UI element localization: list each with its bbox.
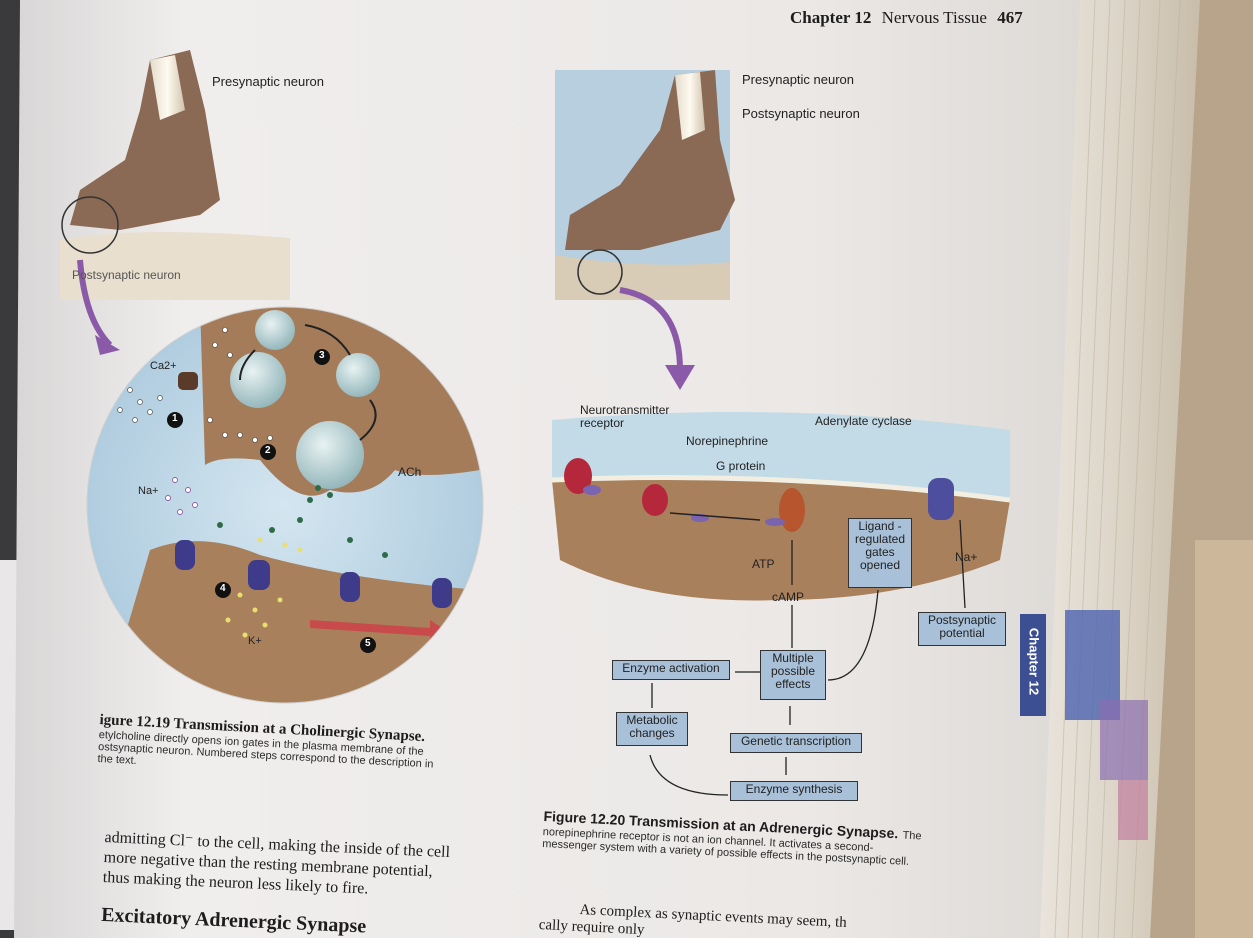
fig19-presynaptic-label: Presynaptic neuron [212,74,324,89]
postsynaptic-potential-box: Postsynaptic potential [918,612,1006,646]
fig20-postsynaptic-label: Postsynaptic neuron [742,106,860,121]
fig20-presynaptic-label: Presynaptic neuron [742,72,854,87]
fig20-na-label: Na+ [955,550,977,564]
fig20-camp-label: cAMP [772,590,804,604]
running-header: Chapter 12 Nervous Tissue 467 [790,8,1023,28]
fig20-norepinephrine-label: Norepinephrine [686,434,768,448]
ligand-gates-box: Ligand - regulated gates opened [848,518,912,588]
fig19-step2: 2 [265,445,271,456]
page-number: 467 [997,8,1023,27]
header-title: Nervous Tissue [882,8,987,27]
fig20-receptor-label: Neurotransmitter receptor [580,404,690,430]
fig20-atp-label: ATP [752,557,774,571]
body-text-left: admitting Cl⁻ to the cell, making the in… [101,828,451,938]
fig19-postsynaptic-label: Postsynaptic neuron [72,268,181,282]
fig20-adenylate-label: Adenylate cyclase [815,414,912,428]
enzyme-activation-box: Enzyme activation [612,660,730,680]
fig19-step1: 1 [172,413,178,424]
header-chapter: Chapter 12 [790,8,871,27]
fig19-k-label: K+ [248,635,262,647]
chapter-tab-label: Chapter 12 [1027,612,1042,712]
fig19-step3: 3 [319,350,325,361]
fig19-na-label: Na+ [138,485,159,497]
fig19-ach-label: ACh [398,465,421,479]
fig20-gprotein-label: G protein [716,459,765,473]
fig20-caption-title-tail: The [902,830,922,843]
chapter-tab: Chapter 12 [1020,614,1046,716]
fig19-step4: 4 [220,583,226,594]
fig19-ca-label: Ca2+ [150,360,177,372]
metabolic-changes-box: Metabolic changes [616,712,688,746]
genetic-transcription-box: Genetic transcription [730,733,862,753]
fig20-membrane-illustration [552,412,1010,601]
multiple-effects-box: Multiple possible effects [760,650,826,700]
enzyme-synthesis-box: Enzyme synthesis [730,781,858,801]
fig19-step5: 5 [365,638,371,649]
